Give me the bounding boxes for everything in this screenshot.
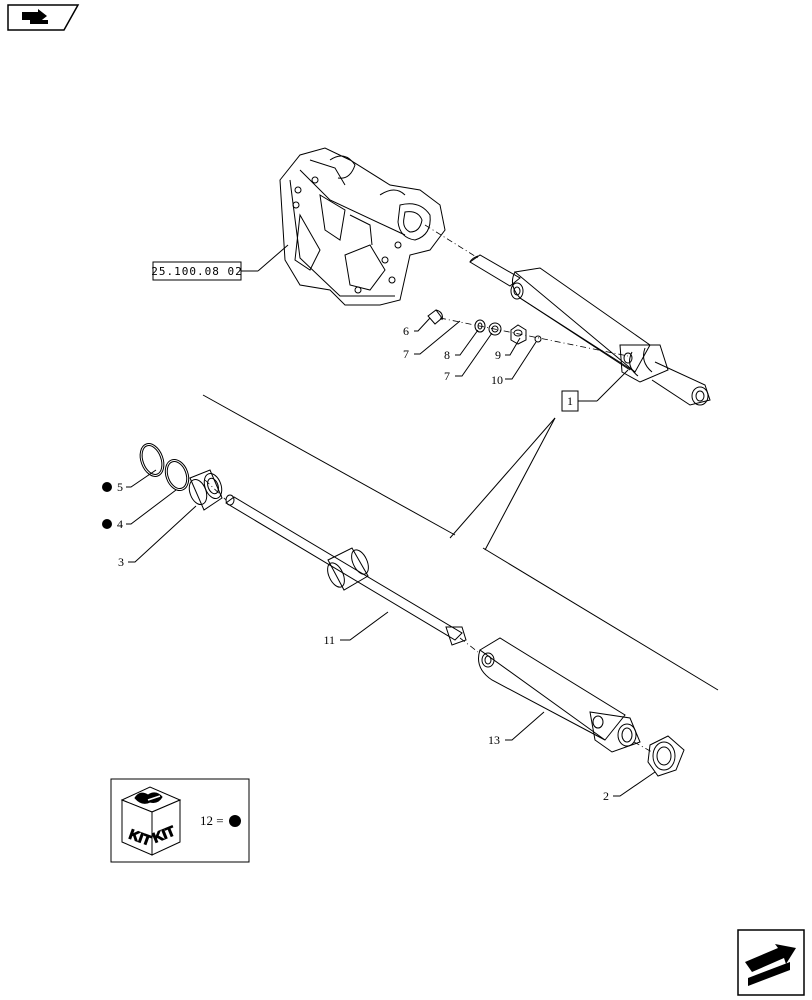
kit-box-icon: KIT KIT [120, 786, 182, 856]
part-label-9: 9 [495, 348, 501, 362]
part-label-13: 13 [488, 733, 500, 747]
reference-label: 25.100.08 02 [151, 265, 242, 278]
part-label-10: 10 [491, 373, 503, 387]
gland-nut [647, 735, 685, 777]
housing-assembly-drawing [279, 147, 446, 306]
cylinder-assembly-upper [469, 254, 711, 406]
seal-rings-and-guide [139, 443, 223, 511]
part-label-7b: 7 [444, 369, 450, 383]
kit-legend-marker [229, 815, 241, 827]
part-label-2: 2 [603, 789, 609, 803]
kit-legend-text: 12 = [200, 813, 224, 828]
piston-rod [225, 494, 467, 646]
group-divider-line-upper [202, 394, 456, 536]
reference-callout[interactable]: 25.100.08 02 [151, 261, 242, 281]
part-label-4: 4 [117, 517, 123, 531]
kit-marker-4 [102, 519, 112, 529]
kit-legend: KIT KIT 12 = [110, 778, 250, 863]
leader-lines-small-parts [414, 317, 537, 380]
cylinder-barrel [478, 637, 641, 753]
part-label-11: 11 [323, 633, 335, 647]
part-label-8: 8 [444, 348, 450, 362]
previous-page-icon[interactable] [7, 4, 80, 31]
next-page-icon[interactable] [737, 929, 805, 996]
small-parts-fittings [427, 309, 542, 345]
callout-label-1: 1 [567, 394, 573, 408]
part-label-7: 7 [403, 347, 409, 361]
kit-marker-5 [102, 482, 112, 492]
part-label-6: 6 [403, 324, 409, 338]
part-label-3: 3 [118, 555, 124, 569]
callout-part-1[interactable]: 1 [561, 390, 579, 412]
group-divider-line-lower [482, 547, 719, 691]
part-label-5: 5 [117, 480, 123, 494]
